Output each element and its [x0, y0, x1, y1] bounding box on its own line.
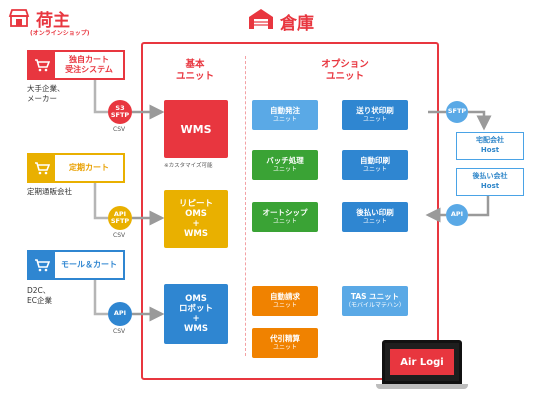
- option-name: バッチ処理: [266, 155, 304, 165]
- warehouse-title: 倉庫: [280, 14, 314, 34]
- core-robot-line2: ロボット: [178, 303, 213, 314]
- laptop-base: [376, 384, 468, 389]
- cart-mall-note2: EC企業: [27, 296, 52, 306]
- core-repeat-oms: リピート OMS + WMS: [164, 190, 228, 248]
- airlogi-laptop: Air Logi: [376, 340, 468, 390]
- cart-custom-line2: 受注システム: [65, 65, 113, 74]
- core-header-line2: ユニット: [175, 71, 214, 82]
- option-unit: ユニット: [272, 218, 297, 226]
- option-unit: ユニット: [362, 116, 387, 124]
- option-cod-settlement: 代引精算 ユニット: [252, 328, 318, 358]
- connector-api-line1: API: [113, 209, 127, 218]
- connector-s3-sftp: S3 SFTP: [108, 100, 132, 124]
- option-name: 自動印刷: [360, 155, 390, 165]
- connector-api-csv: CSV: [113, 328, 126, 335]
- cart-subscription-label: 定期カート: [69, 163, 109, 173]
- shipper-title: 荷主: [36, 11, 70, 31]
- cart-custom: 独自カート 受注システム: [27, 50, 125, 80]
- cart-custom-note1: 大手企業、: [27, 84, 65, 93]
- core-wms-label: WMS: [180, 122, 212, 136]
- airlogi-badge: Air Logi: [390, 349, 454, 375]
- warehouse-header: 倉庫: [248, 8, 338, 34]
- core-wms-note: ※カスタマイズ可能: [164, 163, 213, 169]
- shipper-header: 荷主 (オンラインショップ): [4, 6, 124, 40]
- connector-s3-csv: CSV: [113, 126, 126, 133]
- options-header-line2: ユニット: [325, 71, 364, 82]
- host-postpay-line2: Host: [480, 182, 500, 190]
- option-name: 送り状印刷: [356, 105, 394, 115]
- option-name: TAS ユニット: [350, 291, 400, 301]
- option-autoship: オートシップ ユニット: [252, 202, 318, 232]
- option-unit: ユニット: [272, 166, 297, 174]
- option-name: オートシップ: [262, 207, 308, 217]
- cart-mall-note: D2C、 EC企業: [27, 286, 52, 306]
- cart-subscription-note: 定期通販会社: [27, 187, 72, 196]
- core-robot-line3: +: [192, 314, 200, 324]
- shop-icon: [8, 9, 30, 27]
- core-repeat-line1: リピート: [178, 198, 213, 209]
- option-tas: TAS ユニット （モバイルマテハン）: [342, 286, 408, 316]
- cart-custom-note: 大手企業、 メーカー: [27, 84, 65, 104]
- option-auto-print: 自動印刷 ユニット: [342, 150, 408, 180]
- cart-icon: [29, 252, 55, 278]
- column-divider: [245, 56, 246, 356]
- connector-right-sftp: SFTP: [446, 101, 468, 123]
- option-postpay-print: 後払い印刷 ユニット: [342, 202, 408, 232]
- option-unit: ユニット: [362, 218, 387, 226]
- cart-mall-note1: D2C、: [27, 286, 51, 295]
- host-postpay: 後払い会社 Host: [456, 168, 524, 196]
- cart-subscription: 定期カート: [27, 153, 125, 183]
- options-header: オプション ユニット: [300, 56, 390, 86]
- cart-custom-line1: 独自カート: [69, 55, 109, 65]
- host-delivery-line2: Host: [480, 146, 500, 154]
- connector-s3-line1: S3: [115, 103, 125, 112]
- option-unit: ユニット: [272, 116, 297, 124]
- core-robot-line4: WMS: [184, 324, 208, 335]
- core-header-line1: 基本: [185, 59, 205, 71]
- option-batch: バッチ処理 ユニット: [252, 150, 318, 180]
- cart-icon: [29, 52, 55, 78]
- connector-api-line2: SFTP: [110, 217, 130, 225]
- cart-mall: モール＆カート: [27, 250, 125, 280]
- core-wms: WMS: [164, 100, 228, 158]
- core-oms-robot: OMS ロボット + WMS: [164, 284, 228, 344]
- host-postpay-line1: 後払い会社: [472, 172, 508, 181]
- cart-mall-label: モール＆カート: [61, 260, 117, 270]
- option-name: 代引精算: [270, 333, 300, 343]
- option-auto-order: 自動発注 ユニット: [252, 100, 318, 130]
- host-delivery: 宅配会社 Host: [456, 132, 524, 160]
- connector-right-api: API: [446, 204, 468, 226]
- option-name: 自動発注: [270, 105, 300, 115]
- option-auto-billing: 自動請求 ユニット: [252, 286, 318, 316]
- connector-api-sftp-csv: CSV: [113, 232, 126, 239]
- core-repeat-line3: +: [192, 219, 200, 229]
- option-name: 自動請求: [270, 291, 300, 301]
- connector-right-api-label: API: [450, 210, 464, 219]
- option-label-print: 送り状印刷 ユニット: [342, 100, 408, 130]
- cart-icon: [29, 155, 55, 181]
- shipper-subtitle: (オンラインショップ): [30, 30, 90, 37]
- core-repeat-line4: WMS: [184, 229, 208, 240]
- connector-s3-line2: SFTP: [110, 111, 130, 119]
- option-name: 後払い印刷: [356, 207, 394, 217]
- option-unit: ユニット: [272, 344, 297, 352]
- option-unit: （モバイルマテハン）: [345, 302, 405, 310]
- options-header-line1: オプション: [321, 59, 369, 71]
- connector-api-sftp: API SFTP: [108, 206, 132, 230]
- connector-api-label: API: [113, 309, 127, 318]
- core-robot-line1: OMS: [185, 293, 207, 304]
- option-unit: ユニット: [362, 166, 387, 174]
- option-unit: ユニット: [272, 302, 297, 310]
- warehouse-icon: [249, 9, 273, 29]
- core-repeat-line2: OMS: [185, 208, 207, 219]
- cart-custom-note2: メーカー: [27, 94, 57, 104]
- connector-right-sftp-label: SFTP: [447, 107, 467, 116]
- laptop-screen: Air Logi: [382, 340, 462, 384]
- host-delivery-line1: 宅配会社: [476, 136, 504, 145]
- connector-api: API: [108, 302, 132, 326]
- brand-label: Air Logi: [400, 356, 444, 368]
- core-header: 基本 ユニット: [160, 56, 230, 86]
